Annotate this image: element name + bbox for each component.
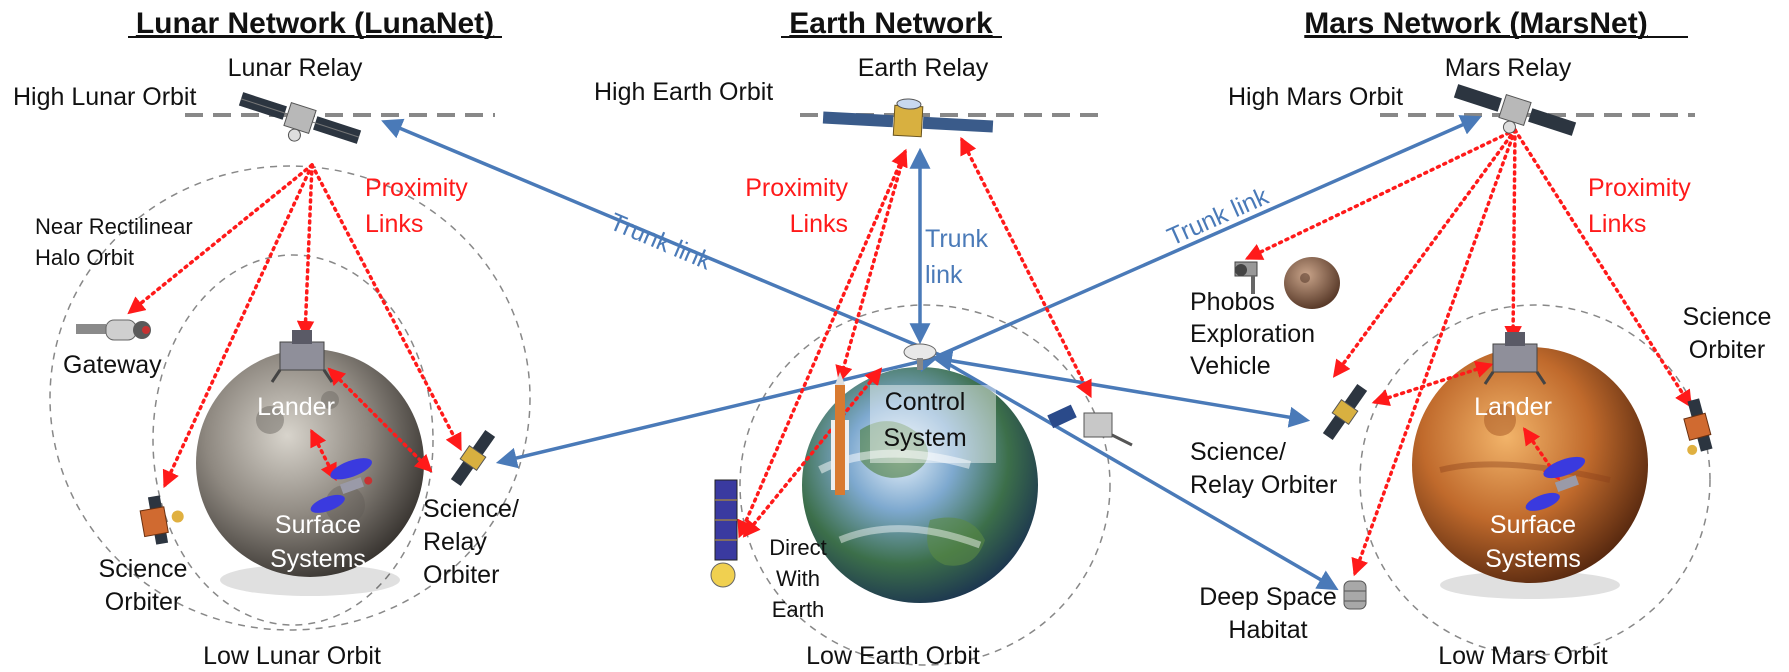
direct-with-earth-label-line3: Earth (772, 597, 825, 622)
rocket-icon (831, 372, 849, 495)
lunar-proximity-label: Proximity (365, 174, 468, 202)
lunar-title: Lunar Network (LunaNet) (136, 7, 494, 40)
lunar-relay-label: Lunar Relay (228, 54, 363, 82)
earth-orbit-spacecraft-icon (1047, 404, 1133, 447)
control-system-label-line2: System (883, 424, 966, 452)
mars-lander-label: Lander (1474, 393, 1552, 421)
high-mars-orbit-label: High Mars Orbit (1228, 83, 1403, 111)
lunar-surface-label-line2: Systems (270, 545, 366, 573)
lunar-science-orbiter-label-line1: Science (99, 555, 188, 583)
mars-science-orbiter-icon (1683, 398, 1713, 455)
direct-with-earth-label-line2: With (776, 566, 820, 591)
phobos-vehicle-icon (1234, 261, 1258, 294)
nrho-label-line1: Near Rectilinear (35, 214, 193, 239)
earth-title: Earth Network (789, 7, 993, 40)
lunar-sci-relay-label-line3: Orbiter (423, 561, 499, 589)
lunar-lander-icon (270, 330, 334, 383)
earth-trunk-label-line2: link (925, 261, 963, 289)
gateway-station-icon (76, 319, 151, 341)
gateway-label: Gateway (63, 351, 162, 379)
proximity-links-earth (737, 136, 1092, 539)
earth-relay-satellite-icon (822, 98, 994, 138)
phobos-label-line1: Phobos (1190, 288, 1275, 316)
mars-links-label: Links (1588, 210, 1646, 238)
direct-with-earth-satellite-icon (710, 479, 738, 588)
low-earth-orbit-label: Low Earth Orbit (806, 642, 980, 670)
lunar-science-orbiter-icon (139, 495, 184, 545)
lunar-lander-label: Lander (257, 393, 335, 421)
control-system-dish-icon (903, 343, 937, 370)
low-mars-orbit-label: Low Mars Orbit (1438, 642, 1608, 670)
deep-space-habitat-icon (1343, 580, 1367, 610)
mars-low-orbit (1359, 304, 1711, 656)
direct-with-earth-label-line1: Direct (769, 535, 826, 560)
mars-surface-label-line1: Surface (1490, 511, 1576, 539)
lunar-science-orbiter-label-line2: Orbiter (105, 588, 181, 616)
phobos-moon (1284, 257, 1340, 309)
mars-science-orbiter-label-line1: Science (1683, 303, 1772, 331)
lunar-science-relay-orbiter-icon (450, 429, 496, 487)
mars-science-orbiter-label-line2: Orbiter (1689, 336, 1765, 364)
lunar-sci-relay-label-line2: Relay (423, 528, 487, 556)
mars-science-relay-orbiter-icon (1322, 383, 1368, 441)
lunar-relay-satellite-icon (238, 92, 362, 144)
mars-sci-relay-label-line1: Science/ (1190, 438, 1286, 466)
earth-links-label: Links (790, 210, 848, 238)
proximity-links-lunar (127, 163, 462, 489)
lunar-low-orbit (152, 254, 434, 626)
high-lunar-orbit-label: High Lunar Orbit (13, 83, 196, 111)
high-earth-orbit-label: High Earth Orbit (594, 78, 773, 106)
earth-trunk-label-line1: Trunk (925, 225, 988, 253)
lunar-sci-relay-label-line1: Science/ (423, 495, 519, 523)
mars-sci-relay-label-line2: Relay Orbiter (1190, 471, 1337, 499)
phobos-label-line3: Vehicle (1190, 352, 1271, 380)
nrho-label-line2: Halo Orbit (35, 245, 134, 270)
earth-proximity-label: Proximity (745, 174, 848, 202)
mars-lander-icon (1483, 332, 1547, 385)
phobos-label-line2: Exploration (1190, 320, 1315, 348)
mars-proximity-label: Proximity (1588, 174, 1691, 202)
mars-title: Mars Network (MarsNet) (1304, 7, 1647, 40)
control-system-box (870, 385, 996, 463)
mars-surface-label-line2: Systems (1485, 545, 1581, 573)
mars-relay-satellite-icon (1453, 84, 1577, 136)
lunar-surface-label-line1: Surface (275, 511, 361, 539)
trunk-link-left-label: Trunk link (606, 208, 716, 276)
mars-relay-label: Mars Relay (1445, 54, 1572, 82)
habitat-label-line2: Habitat (1228, 616, 1307, 644)
proximity-links-mars (1244, 128, 1692, 577)
lunar-links-label: Links (365, 210, 423, 238)
habitat-label-line1: Deep Space (1199, 583, 1337, 611)
control-system-label-line1: Control (885, 388, 966, 416)
lunar-surface-systems-icon (310, 458, 373, 513)
mars-surface-systems-icon (1525, 456, 1586, 511)
low-lunar-orbit-label: Low Lunar Orbit (203, 642, 381, 670)
earth-relay-label: Earth Relay (858, 54, 989, 82)
